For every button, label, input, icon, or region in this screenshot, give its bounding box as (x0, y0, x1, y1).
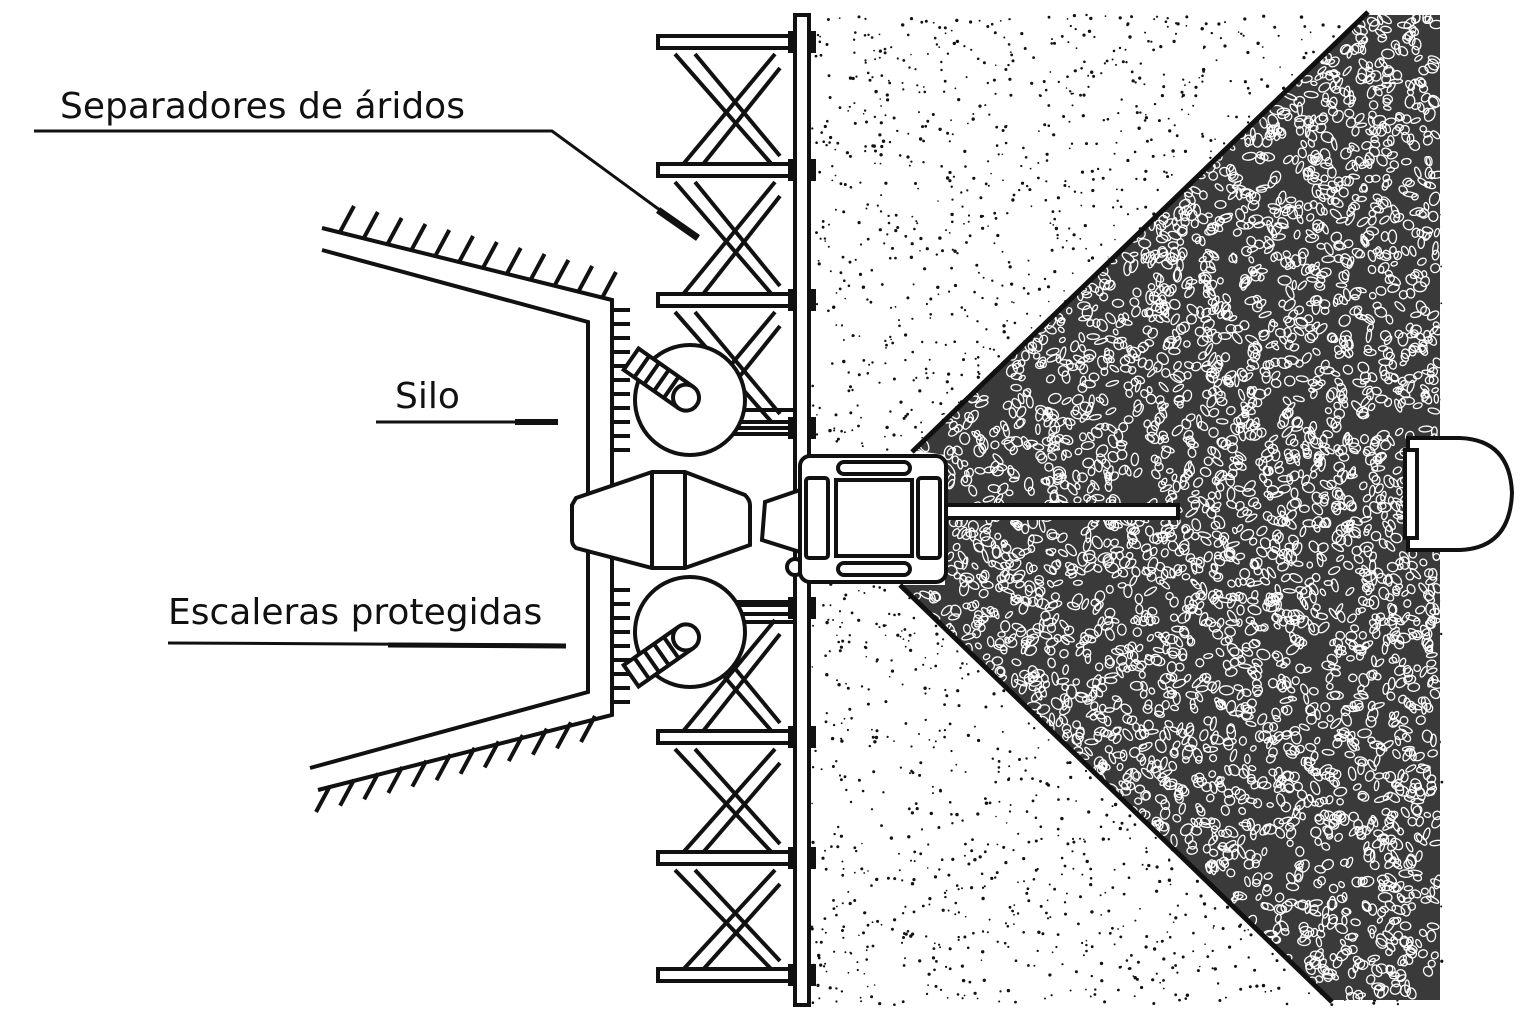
hopper (759, 488, 801, 554)
label-leaders (34, 129, 701, 649)
separator-strut (698, 632, 782, 737)
separator-strut (693, 747, 782, 846)
hatch-line (531, 727, 549, 756)
hatch-line (338, 205, 356, 233)
hatch-line (314, 785, 332, 813)
hatch-line (481, 241, 499, 269)
hatch-line (362, 772, 380, 801)
mixer-drum (570, 470, 752, 570)
hatch-line (433, 229, 452, 257)
hatch-line (555, 721, 573, 750)
separator-strut (678, 180, 777, 300)
separator-bar (656, 162, 800, 178)
hatch-line (579, 715, 597, 743)
separator-strut (678, 618, 777, 737)
hatch-line (409, 223, 428, 251)
separator-bar (656, 967, 800, 983)
hatch-line (458, 746, 477, 775)
separator-strut (698, 761, 782, 858)
label-separators: Separadores de áridos (60, 86, 465, 127)
pit-hatching (314, 205, 630, 813)
boom (944, 503, 1180, 520)
hatch-line (385, 217, 404, 245)
hatch-line (504, 247, 523, 275)
hatch-line (386, 765, 405, 794)
label-stairs: Escaleras protegidas (168, 592, 542, 633)
separator-bar (656, 729, 800, 745)
hatch-line (600, 271, 618, 299)
separator-strut (698, 882, 782, 975)
hatch-line (528, 253, 547, 281)
hatch-line (576, 265, 594, 293)
separator-strut (693, 52, 782, 158)
gravel-edges (898, 10, 1370, 1004)
separator-bar (656, 292, 800, 308)
hatch-line (506, 734, 525, 763)
gravel-texture (912, 9, 1445, 1004)
hatch-line (362, 211, 380, 239)
hatch-line (457, 235, 475, 263)
hatch-line (482, 740, 501, 769)
separator-strut (678, 52, 777, 170)
separator-strut (678, 747, 777, 858)
separator-bar (656, 34, 800, 50)
hatch-line (552, 259, 571, 287)
separator-strut (698, 66, 782, 170)
silos (570, 343, 1515, 690)
hatch-line (410, 759, 429, 788)
separator-strut (693, 310, 782, 416)
hatch-line (338, 778, 356, 807)
stair-icon-top (620, 345, 702, 413)
tunnel-dome (1406, 436, 1515, 552)
label-silo: Silo (395, 376, 460, 417)
separator-strut (693, 180, 782, 288)
separator-strut (693, 868, 782, 963)
separator-bar (656, 850, 800, 866)
separator-strut (698, 194, 782, 300)
separator-strut (678, 868, 777, 975)
stair-icon-bottom (620, 622, 702, 690)
hatch-line (434, 753, 453, 782)
